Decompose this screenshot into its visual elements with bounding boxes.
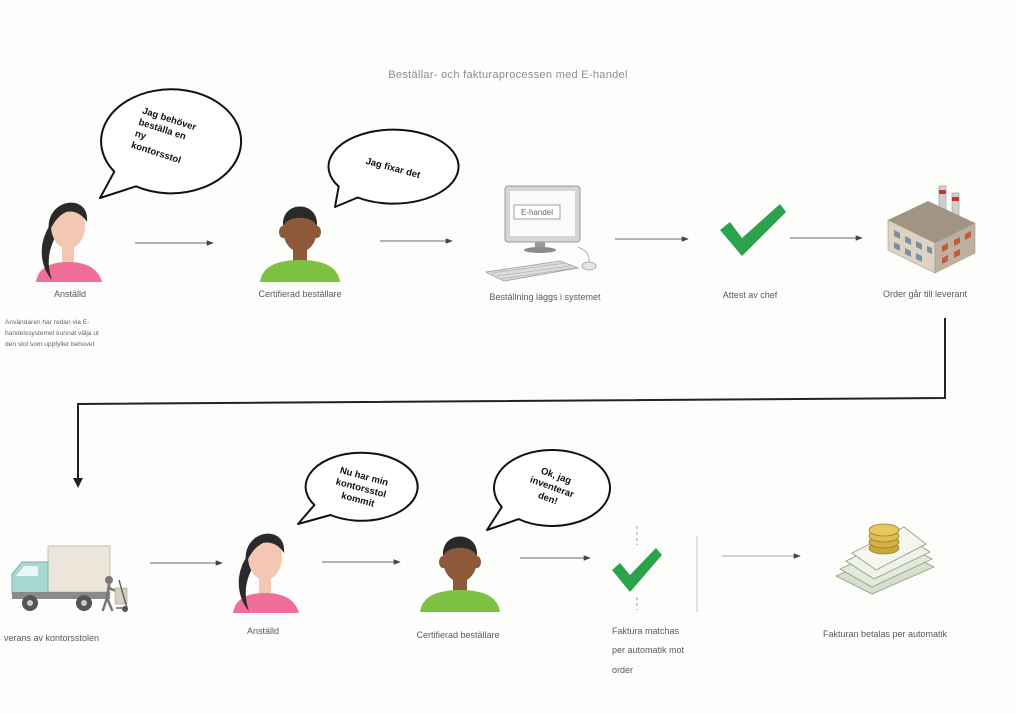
invoice-match-label: order [612,665,633,675]
shirt [233,593,299,613]
cab-window [16,566,38,576]
factory-windows [894,230,932,262]
bubble-outline [327,128,460,208]
screen-label-box [513,204,561,220]
shirt [36,262,102,282]
invoice-payment-label: Fakturan betalas per automatik [823,629,948,639]
computer-icon: E-handel [484,185,597,282]
order-placed-label: Beställning läggs i systemet [489,292,601,302]
hair [282,206,318,226]
wheel-hub [81,600,87,606]
invoice-match-label: per automatik mot [612,645,685,655]
keyboard-keys [491,262,575,280]
speech-bubble-employee-received: Nu har min kontorsstol kommit [297,451,419,525]
mouse [581,261,597,271]
shirt [260,260,340,282]
monitor-base [524,247,556,253]
coin [868,523,900,537]
speech-bubble-orderer-inventory: Ok, jag inventerar den! [486,449,612,531]
bubble-outline [297,451,419,525]
certified-orderer-figure [260,206,340,282]
speech-bubble-employee-request: Jag behöver beställa en ny kontorsstol [99,88,243,199]
chimney-band [939,190,946,194]
hair [48,202,88,232]
employee-figure [36,202,102,282]
hair [245,533,285,563]
certified-orderer-label: Certifierad beställare [258,289,341,299]
employee-note-line: handelssystemet kunnat välja ut [5,330,99,337]
certified-orderer-figure [420,536,500,612]
bubble-outline [486,449,612,531]
factory-roof [888,201,975,243]
row-connector-arrow [73,318,946,488]
hair [442,536,478,556]
bubble-text-group: Nu har min kontorsstol kommit [334,465,389,510]
employee-note-line: den stol som uppfyller behovet [5,341,95,348]
certified-orderer-label: Certifierad beställare [416,630,499,640]
cargo-box [47,545,111,593]
invoice-match-label: Faktura matchas [612,626,680,636]
invoice-match-check-icon [612,548,662,592]
diagram-title: Beställar- och fakturaprocessen med E-ha… [388,69,627,81]
truck-chassis [12,592,110,599]
bubble-line: ny [133,128,148,142]
hand-truck-wheel [122,606,128,612]
delivery-label: verans av kontorsstolen [4,633,99,643]
monitor-stand [535,242,545,249]
courier-head [105,576,113,584]
employee-label: Anställd [54,289,86,299]
factory-side-windows [942,231,971,264]
screen-label: E-handel [521,208,553,217]
chimney-band [952,197,959,201]
employee-figure [233,533,299,613]
delivery-truck-icon [11,545,128,612]
approval-check-icon [720,204,786,256]
bubble-outline [99,88,243,199]
employee-note-line: Användaren har redan via E- [5,319,89,326]
employee-label: Anställd [247,626,279,636]
wheel-hub [27,600,33,606]
money-pile-icon [835,523,935,595]
mouse-cable [577,246,590,263]
supplier-label: Order går till leverant [883,289,968,299]
factory-icon [887,185,976,274]
approval-label: Attest av chef [723,290,778,300]
shirt [420,590,500,612]
speech-bubble-orderer-reply: Jag fixar det [327,128,460,208]
